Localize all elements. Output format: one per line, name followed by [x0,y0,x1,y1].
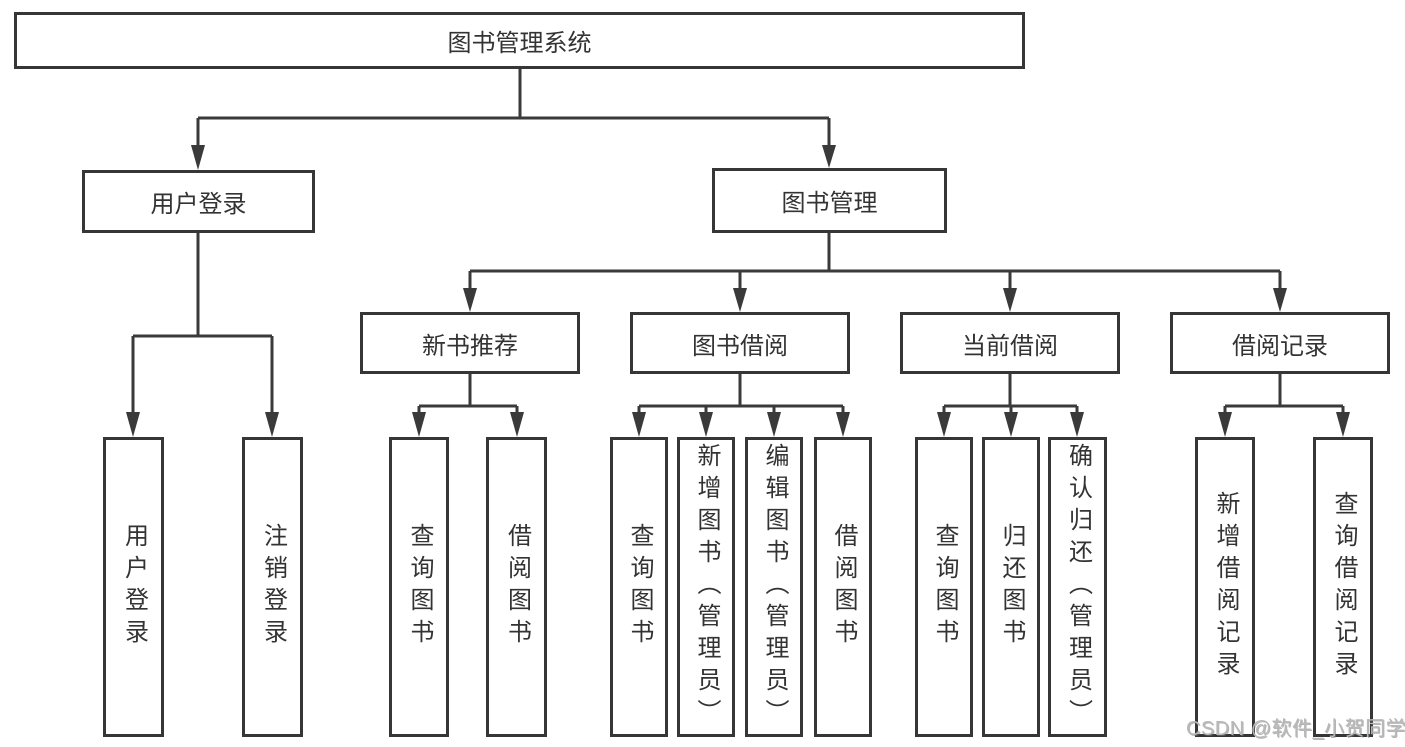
leaf-confirm-return-admin: 确认归还（管理员） [1048,437,1107,737]
leaf-return-book: 归还图书 [982,437,1040,737]
leaf-query-book-1: 查询图书 [389,437,449,737]
leaf-query-borrow-record-label: 查询借阅记录 [1330,491,1357,683]
leaf-query-book-2: 查询图书 [610,437,668,737]
connector-borrow-records [1223,374,1345,414]
leaf-edit-book-admin-label: 编辑图书（管理员） [761,443,788,731]
arrow-icon [1003,288,1017,312]
node-user-login-label: 用户登录 [150,191,247,218]
arrow-icon [699,412,713,437]
leaf-query-book-1-label: 查询图书 [406,523,433,651]
arrow-icon [836,412,850,437]
node-user-login: 用户登录 [82,170,315,233]
connector-book-borrow [637,374,845,414]
arrow-icon [265,412,279,437]
leaf-query-book-3-label: 查询图书 [931,523,958,651]
node-borrowing-records: 借阅记录 [1170,312,1390,374]
leaf-confirm-return-admin-label: 确认归还（管理员） [1064,443,1092,731]
node-current-borrowing-label: 当前借阅 [962,332,1058,360]
arrow-icon [822,145,836,168]
arrow-icon [767,412,781,437]
leaf-logout: 注销登录 [242,437,303,737]
arrow-icon [733,288,747,312]
arrow-icon [1273,288,1287,312]
arrow-icon [412,412,426,437]
arrow-icon [1218,412,1232,437]
connector-new-book-rec [417,374,519,414]
arrow-icon [510,412,524,437]
connector-root [196,69,831,146]
node-new-book-recommend-label: 新书推荐 [422,332,518,360]
csdn-watermark: CSDN @软件_小贺同学 [1186,718,1405,740]
leaf-borrow-book-1: 借阅图书 [486,437,547,737]
leaf-query-book-3: 查询图书 [915,437,973,737]
arrow-icon [463,288,477,312]
node-system-root-label: 图书管理系统 [447,30,592,57]
arrow-icon [1004,412,1018,437]
arrow-icon [1070,412,1084,437]
arrow-icon [1336,412,1350,437]
connector-current-borrow [942,374,1079,414]
node-book-borrowing-label: 图书借阅 [692,332,788,360]
leaf-add-borrow-record: 新增借阅记录 [1195,437,1255,737]
node-borrowing-records-label: 借阅记录 [1232,332,1328,360]
leaf-edit-book-admin: 编辑图书（管理员） [745,437,803,737]
leaf-add-borrow-record-label: 新增借阅记录 [1212,491,1239,683]
leaf-query-book-2-label: 查询图书 [626,523,653,651]
node-new-book-recommend: 新书推荐 [360,312,580,374]
leaf-user-login: 用户登录 [103,437,164,737]
leaf-query-borrow-record: 查询借阅记录 [1313,437,1373,737]
leaf-borrow-book-2: 借阅图书 [814,437,872,737]
node-book-borrowing: 图书借阅 [630,312,850,374]
node-book-management-label: 图书管理 [781,190,878,217]
connector-user-login [131,233,274,414]
leaf-return-book-label: 归还图书 [998,523,1025,651]
node-system-root: 图书管理系统 [14,12,1025,69]
leaf-user-login-label: 用户登录 [120,523,148,651]
arrow-icon [632,412,646,437]
leaf-borrow-book-1-label: 借阅图书 [503,523,531,651]
leaf-logout-label: 注销登录 [259,523,287,651]
node-current-borrowing: 当前借阅 [900,312,1120,374]
arrow-icon [937,412,951,437]
leaf-add-book-admin-label: 新增图书（管理员） [693,443,720,731]
node-book-management: 图书管理 [712,168,947,233]
leaf-add-book-admin: 新增图书（管理员） [677,437,735,737]
arrow-icon [191,145,205,170]
leaf-borrow-book-2-label: 借阅图书 [830,523,857,651]
arrow-icon [126,412,140,437]
connector-book-mgmt [468,233,1282,290]
